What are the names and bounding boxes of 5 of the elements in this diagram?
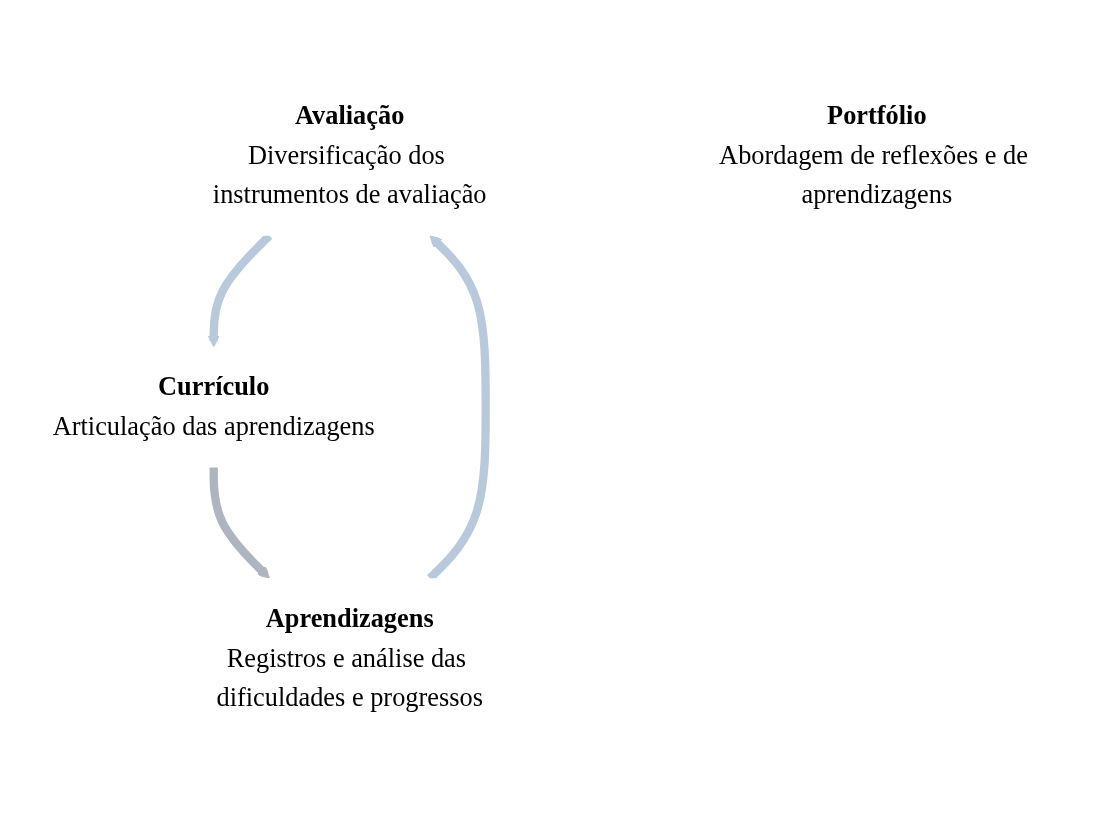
node-text: Aprendizagens Registros e análise das dificuldades e progressos: [216, 603, 483, 712]
arrow: [209, 467, 270, 579]
node-text: Portfólio Abordagem de reflexões e de aprendizagens: [719, 100, 1028, 209]
node-text: Currículo Articulação das aprendizagens: [52, 371, 375, 441]
node-text: Avaliação Diversificação dos instrumentos de avaliação: [212, 100, 487, 209]
